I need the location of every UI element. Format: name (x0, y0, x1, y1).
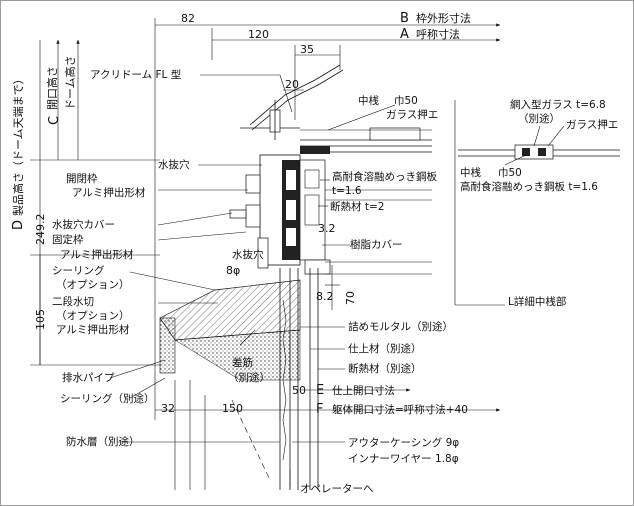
label-F-text: 躯体開口寸法=呼称寸法+40 (332, 403, 468, 416)
callout-mizunuki-ana2: 水抜穴 (232, 248, 264, 261)
dimension-lines-left (30, 39, 160, 366)
label-A-text: 呼称寸法 (416, 27, 460, 41)
callout-acryl-dome: アクリドーム FL 型 (90, 68, 181, 81)
dim-70: 70 (344, 291, 357, 305)
label-D-letter: D (11, 220, 26, 230)
dim-8-2: 8.2 (316, 290, 334, 303)
leader-lines (109, 74, 396, 487)
detail-koutaishoku: 高耐食溶融めっき鋼板 t=1.6 (460, 180, 598, 193)
callout-operator: オペレーターへ (300, 483, 374, 495)
callout-koutaishoku1: 高耐食溶融めっき鋼板 (332, 170, 437, 183)
callout-dannetsu-betto: 断熱材（別途） (348, 362, 422, 375)
callout-dannetsu-t2: 断熱材 t=2 (330, 200, 384, 213)
label-B-text: 枠外形寸法 (416, 11, 471, 25)
callout-shiage: 仕上材（別途） (348, 342, 422, 355)
glass-and-midbar (300, 127, 432, 154)
reference-lines (155, 189, 501, 420)
dim-32: 32 (161, 402, 175, 415)
dim-249: 249.2 (34, 214, 47, 246)
acrylic-dome (240, 64, 344, 140)
label-C-letter: C (47, 116, 62, 125)
detail-nakasan: 中桟 (460, 166, 481, 179)
frame-section (229, 154, 331, 275)
callout-nidan-mizukiri: 二段水切 (52, 295, 94, 308)
callout-koteiwaku: 固定枠 (52, 233, 84, 246)
detail-betto: （別途） (518, 112, 560, 125)
detail-amiiri-glass: 網入型ガラス t=6.8 (510, 98, 606, 111)
callout-kaiheiwaku: 開閉枠 (66, 172, 98, 185)
callout-option2: （オプション） (56, 310, 130, 322)
dim-8phi: 8φ (226, 264, 240, 277)
dim-105: 105 (34, 309, 47, 330)
detail-haba50: 巾50 (498, 166, 522, 179)
callout-haisui-pipe: 排水パイプ (62, 371, 115, 384)
label-F-letter: F (316, 402, 323, 417)
detail-glass-osae: ガラス押エ (566, 118, 618, 131)
callout-mizunuki-cover: 水抜穴カバー (52, 218, 115, 231)
callout-tsume-mortar: 詰めモルタル（別途） (348, 320, 453, 333)
callout-sealing-betto: シーリング（別途） (60, 392, 155, 405)
callout-bousui: 防水層（別途） (66, 435, 140, 448)
label-E-letter: E (316, 383, 324, 398)
callout-outer-casing: アウターケーシング 9φ (348, 436, 459, 449)
callout-sakin: 差筋 (232, 356, 253, 369)
callout-jushi-cover: 樹脂カバー (350, 238, 403, 251)
dim-82: 82 (181, 12, 195, 25)
label-A-letter: A (400, 27, 409, 42)
label-B-letter: B (400, 11, 409, 26)
callout-alumi1: アルミ押出形材 (72, 186, 146, 199)
label-C-text: 開口高さ (45, 66, 59, 110)
callout-glass-osae: ガラス押エ (386, 108, 438, 121)
callout-alumi3: アルミ押出形材 (56, 323, 130, 336)
curb-wall (159, 268, 319, 490)
callout-haba50: 巾50 (394, 94, 418, 107)
label-C-text2: ドーム高さ (63, 55, 77, 110)
dim-3-2: 3.2 (318, 222, 336, 235)
callout-sealing-opt: シーリング (52, 264, 105, 277)
dim-35: 35 (300, 43, 314, 56)
detail-title: L詳細中桟部 (508, 295, 566, 308)
callout-mizunuki-ana: 水抜穴 (158, 158, 190, 171)
callout-betto: （別途） (228, 371, 270, 384)
dim-120: 120 (248, 28, 269, 41)
callout-option1: （オプション） (56, 279, 130, 291)
detail-L-box (454, 100, 620, 306)
callout-t16: t=1.6 (332, 185, 362, 197)
dim-150: 150 (222, 402, 243, 415)
label-E-text: 仕上開口寸法 (332, 384, 395, 397)
callout-inner-wire: インナーワイヤー 1.8φ (348, 453, 459, 465)
dim-20: 20 (285, 78, 299, 91)
callout-alumi2: アルミ押出形材 (60, 248, 134, 261)
dimension-lines-top (154, 18, 501, 420)
dim-50: 50 (292, 384, 306, 397)
label-D-text: 製品高さ（ドーム天端まで） (11, 73, 25, 216)
callout-nakasan: 中桟 (358, 94, 379, 107)
